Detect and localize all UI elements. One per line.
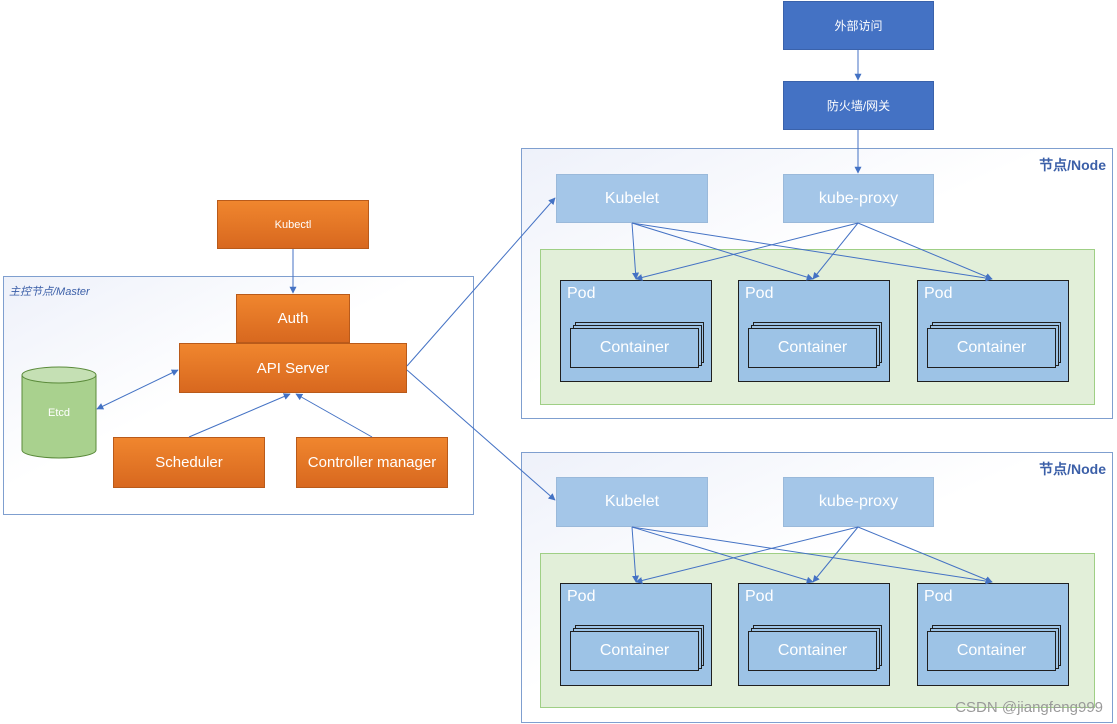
api-server-box: API Server [179, 343, 407, 393]
node-group-2-label: 节点/Node [1039, 461, 1106, 477]
node-group-1-label: 节点/Node [1039, 157, 1106, 173]
csdn-watermark: CSDN @jiangfeng999 [955, 699, 1103, 716]
node-1-pod-2-container: Container [748, 328, 877, 368]
arrow-n2-proxy-pod2 [812, 526, 859, 583]
pod-label: Pod [924, 588, 953, 605]
node-2-pod-1-container: Container [570, 631, 699, 671]
node-1-pod-1-container: Container [570, 328, 699, 368]
controller-manager-box: Controller manager [296, 437, 448, 488]
arrow-n2-proxy-pod3 [857, 526, 993, 583]
node-2-kube-proxy-box: kube-proxy [783, 477, 934, 527]
scheduler-box: Scheduler [113, 437, 265, 488]
node-1-kube-proxy-box: kube-proxy [783, 174, 934, 223]
arrow-n1-proxy-pod3 [857, 222, 993, 280]
arrow-n2-proxy-pod1 [635, 526, 859, 584]
arrow-n1-kubelet-pod1 [631, 222, 640, 280]
arrow-n1-kubelet-pod3 [631, 222, 993, 282]
pod-label: Pod [924, 285, 953, 302]
node-2-kubelet-box: Kubelet [556, 477, 708, 527]
kubectl-box: Kubectl [217, 200, 369, 249]
arrow-n1-proxy-pod1 [635, 222, 859, 281]
arrow-scheduler-api [188, 393, 291, 438]
pod-label: Pod [745, 285, 774, 302]
arrow-n2-kubelet-pod2 [631, 526, 814, 584]
arrow-n1-proxy-pod2 [812, 222, 859, 280]
node-1-kubelet-box: Kubelet [556, 174, 708, 223]
node-1-pod-3-container: Container [927, 328, 1056, 368]
firewall-gateway-box: 防火墙/网关 [783, 81, 934, 130]
etcd-label: Etcd [48, 407, 70, 419]
arrow-n2-kubelet-pod3 [631, 526, 993, 585]
pod-label: Pod [567, 285, 596, 302]
external-access-box: 外部访问 [783, 1, 934, 50]
arrow-etcd-api [96, 369, 179, 410]
etcd-cylinder: Etcd [21, 366, 97, 459]
node-2-pod-3-container: Container [927, 631, 1056, 671]
auth-box: Auth [236, 294, 350, 343]
node-2-pod-2-container: Container [748, 631, 877, 671]
master-group-label: 主控节点/Master [9, 286, 90, 298]
pod-label: Pod [745, 588, 774, 605]
arrow-controller-api [295, 393, 373, 438]
arrow-n2-kubelet-pod1 [631, 526, 640, 583]
arrow-api-kubelet-2 [406, 369, 556, 501]
pod-label: Pod [567, 588, 596, 605]
arrow-api-kubelet-1 [406, 197, 556, 367]
arrow-n1-kubelet-pod2 [631, 222, 814, 281]
